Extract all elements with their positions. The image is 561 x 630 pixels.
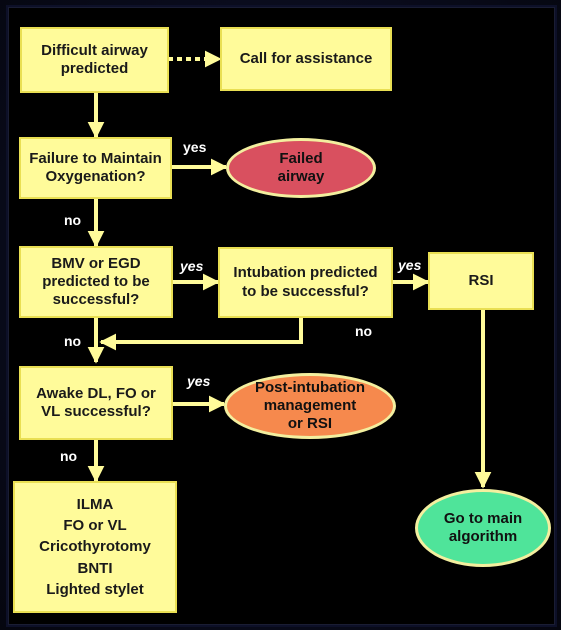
label-awake-no: no (60, 448, 78, 464)
node-failed-airway: Failed airway (226, 138, 376, 198)
node-go-to-main-algorithm: Go to main algorithm (415, 489, 551, 567)
label-awake-yes: yes (187, 373, 211, 389)
node-failure-to-maintain-oxygenation: Failure to Maintain Oxygenation? (19, 137, 172, 199)
node-intubation-predicted: Intubation predicted to be successful? (218, 247, 393, 318)
label-oxygenation-yes: yes (183, 139, 207, 155)
node-bmv-egd-predicted: BMV or EGD predicted to be successful? (19, 246, 173, 318)
label-intubation-yes: yes (398, 257, 422, 273)
node-awake-dl-successful: Awake DL, FO or VL successful? (19, 366, 173, 440)
node-post-intubation-management: Post-intubation management or RSI (224, 373, 396, 439)
label-intubation-no: no (355, 323, 373, 339)
label-bmv-no: no (64, 333, 82, 349)
node-call-for-assistance: Call for assistance (220, 27, 392, 91)
label-bmv-yes: yes (180, 258, 204, 274)
label-oxygenation-no: no (64, 212, 82, 228)
connector-intubation-no-return (99, 318, 303, 351)
node-rsi: RSI (428, 252, 534, 310)
node-difficult-airway: Difficult airway predicted (20, 27, 169, 93)
node-alternative-techniques: ILMA FO or VL Cricothyrotomy BNTI Lighte… (13, 481, 177, 613)
